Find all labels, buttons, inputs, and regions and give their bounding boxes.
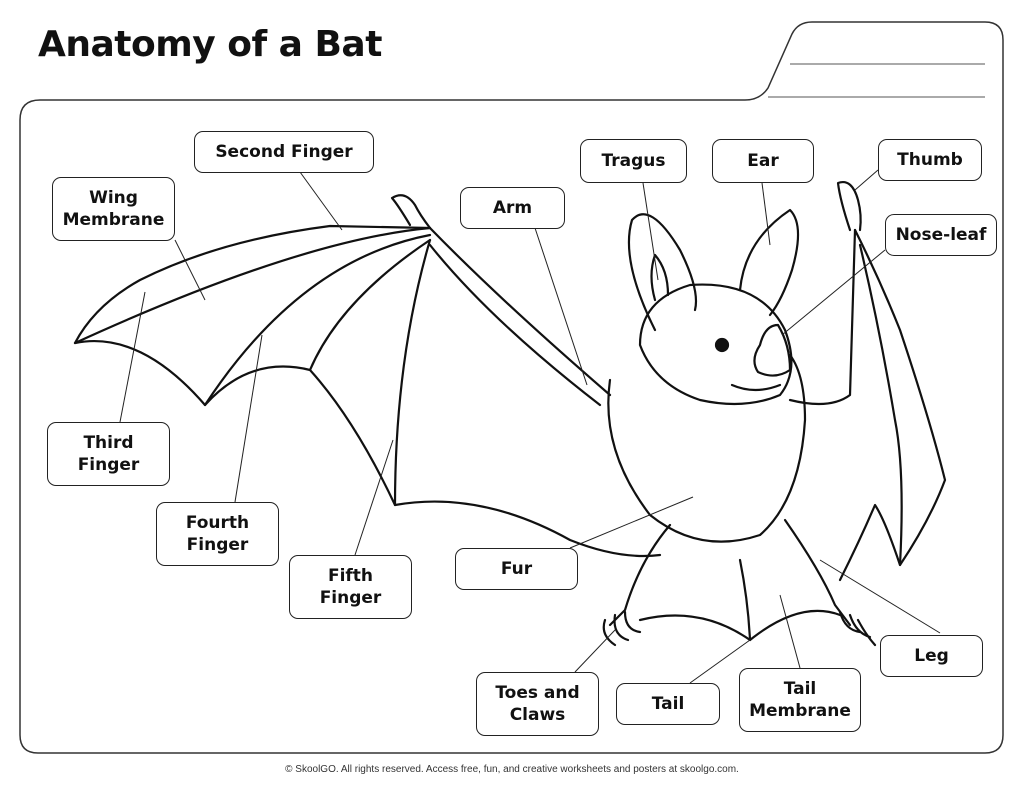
label-arm: Arm: [460, 187, 565, 229]
label-tail-membrane: Tail Membrane: [739, 668, 861, 732]
tail-membrane-shape: [638, 609, 842, 642]
label-second-finger: Second Finger: [194, 131, 374, 173]
leader-fifth-finger: [354, 439, 394, 556]
right-arm: [788, 228, 857, 406]
leader-leg: [819, 559, 941, 634]
right-thumb-claw: [836, 181, 862, 232]
label-thumb: Thumb: [878, 139, 982, 181]
leader-fur: [569, 496, 694, 549]
left-wing-outline: [73, 224, 662, 558]
bat-tail: [738, 558, 752, 642]
right-wing-inner: [858, 243, 903, 567]
leader-wing-membrane: [174, 239, 206, 301]
leader-nose-leaf: [781, 249, 886, 336]
right-wing-outline: [838, 228, 947, 582]
left-ear-tragus: [650, 253, 670, 302]
leader-ear: [761, 182, 771, 246]
label-third-finger: Third Finger: [47, 422, 170, 486]
leader-tail-membrane: [779, 594, 801, 669]
bat-eye: [714, 337, 730, 353]
label-fur: Fur: [455, 548, 578, 590]
leader-fourth-finger: [234, 334, 263, 503]
left-forearm: [428, 226, 612, 397]
label-fifth-finger: Fifth Finger: [289, 555, 412, 619]
second-finger-bone: [73, 226, 432, 345]
left-foot-claws: [602, 610, 642, 647]
fifth-finger-bone: [393, 238, 432, 507]
left-forearm-lower: [428, 243, 602, 407]
bat-head: [638, 283, 793, 406]
leader-thumb: [854, 169, 879, 191]
label-toes-and-claws: Toes and Claws: [476, 672, 599, 736]
third-finger-bone: [203, 233, 432, 407]
label-tragus: Tragus: [580, 139, 687, 183]
fourth-finger-bone: [308, 238, 432, 372]
leader-tragus: [642, 182, 659, 281]
label-ear: Ear: [712, 139, 814, 183]
label-wing-membrane: Wing Membrane: [52, 177, 175, 241]
copyright-footer: © SkoolGO. All rights reserved. Access f…: [285, 764, 739, 775]
right-ear: [738, 208, 800, 317]
leader-second-finger: [299, 171, 343, 231]
left-ear: [627, 213, 698, 332]
label-leg: Leg: [880, 635, 983, 677]
leader-arm: [534, 227, 588, 386]
leader-toes: [574, 629, 616, 673]
leader-tail: [689, 639, 751, 684]
bat-body: [607, 353, 807, 543]
right-leg: [783, 518, 852, 627]
left-thumb-claw: [390, 194, 432, 230]
label-fourth-finger: Fourth Finger: [156, 502, 279, 566]
leader-third-finger: [119, 291, 146, 423]
left-leg: [608, 523, 672, 627]
label-tail: Tail: [616, 683, 720, 725]
bat-mouth: [730, 383, 782, 392]
nose-leaf-shape: [753, 323, 792, 377]
page-title: Anatomy of a Bat: [38, 24, 382, 65]
label-nose-leaf: Nose-leaf: [885, 214, 997, 256]
